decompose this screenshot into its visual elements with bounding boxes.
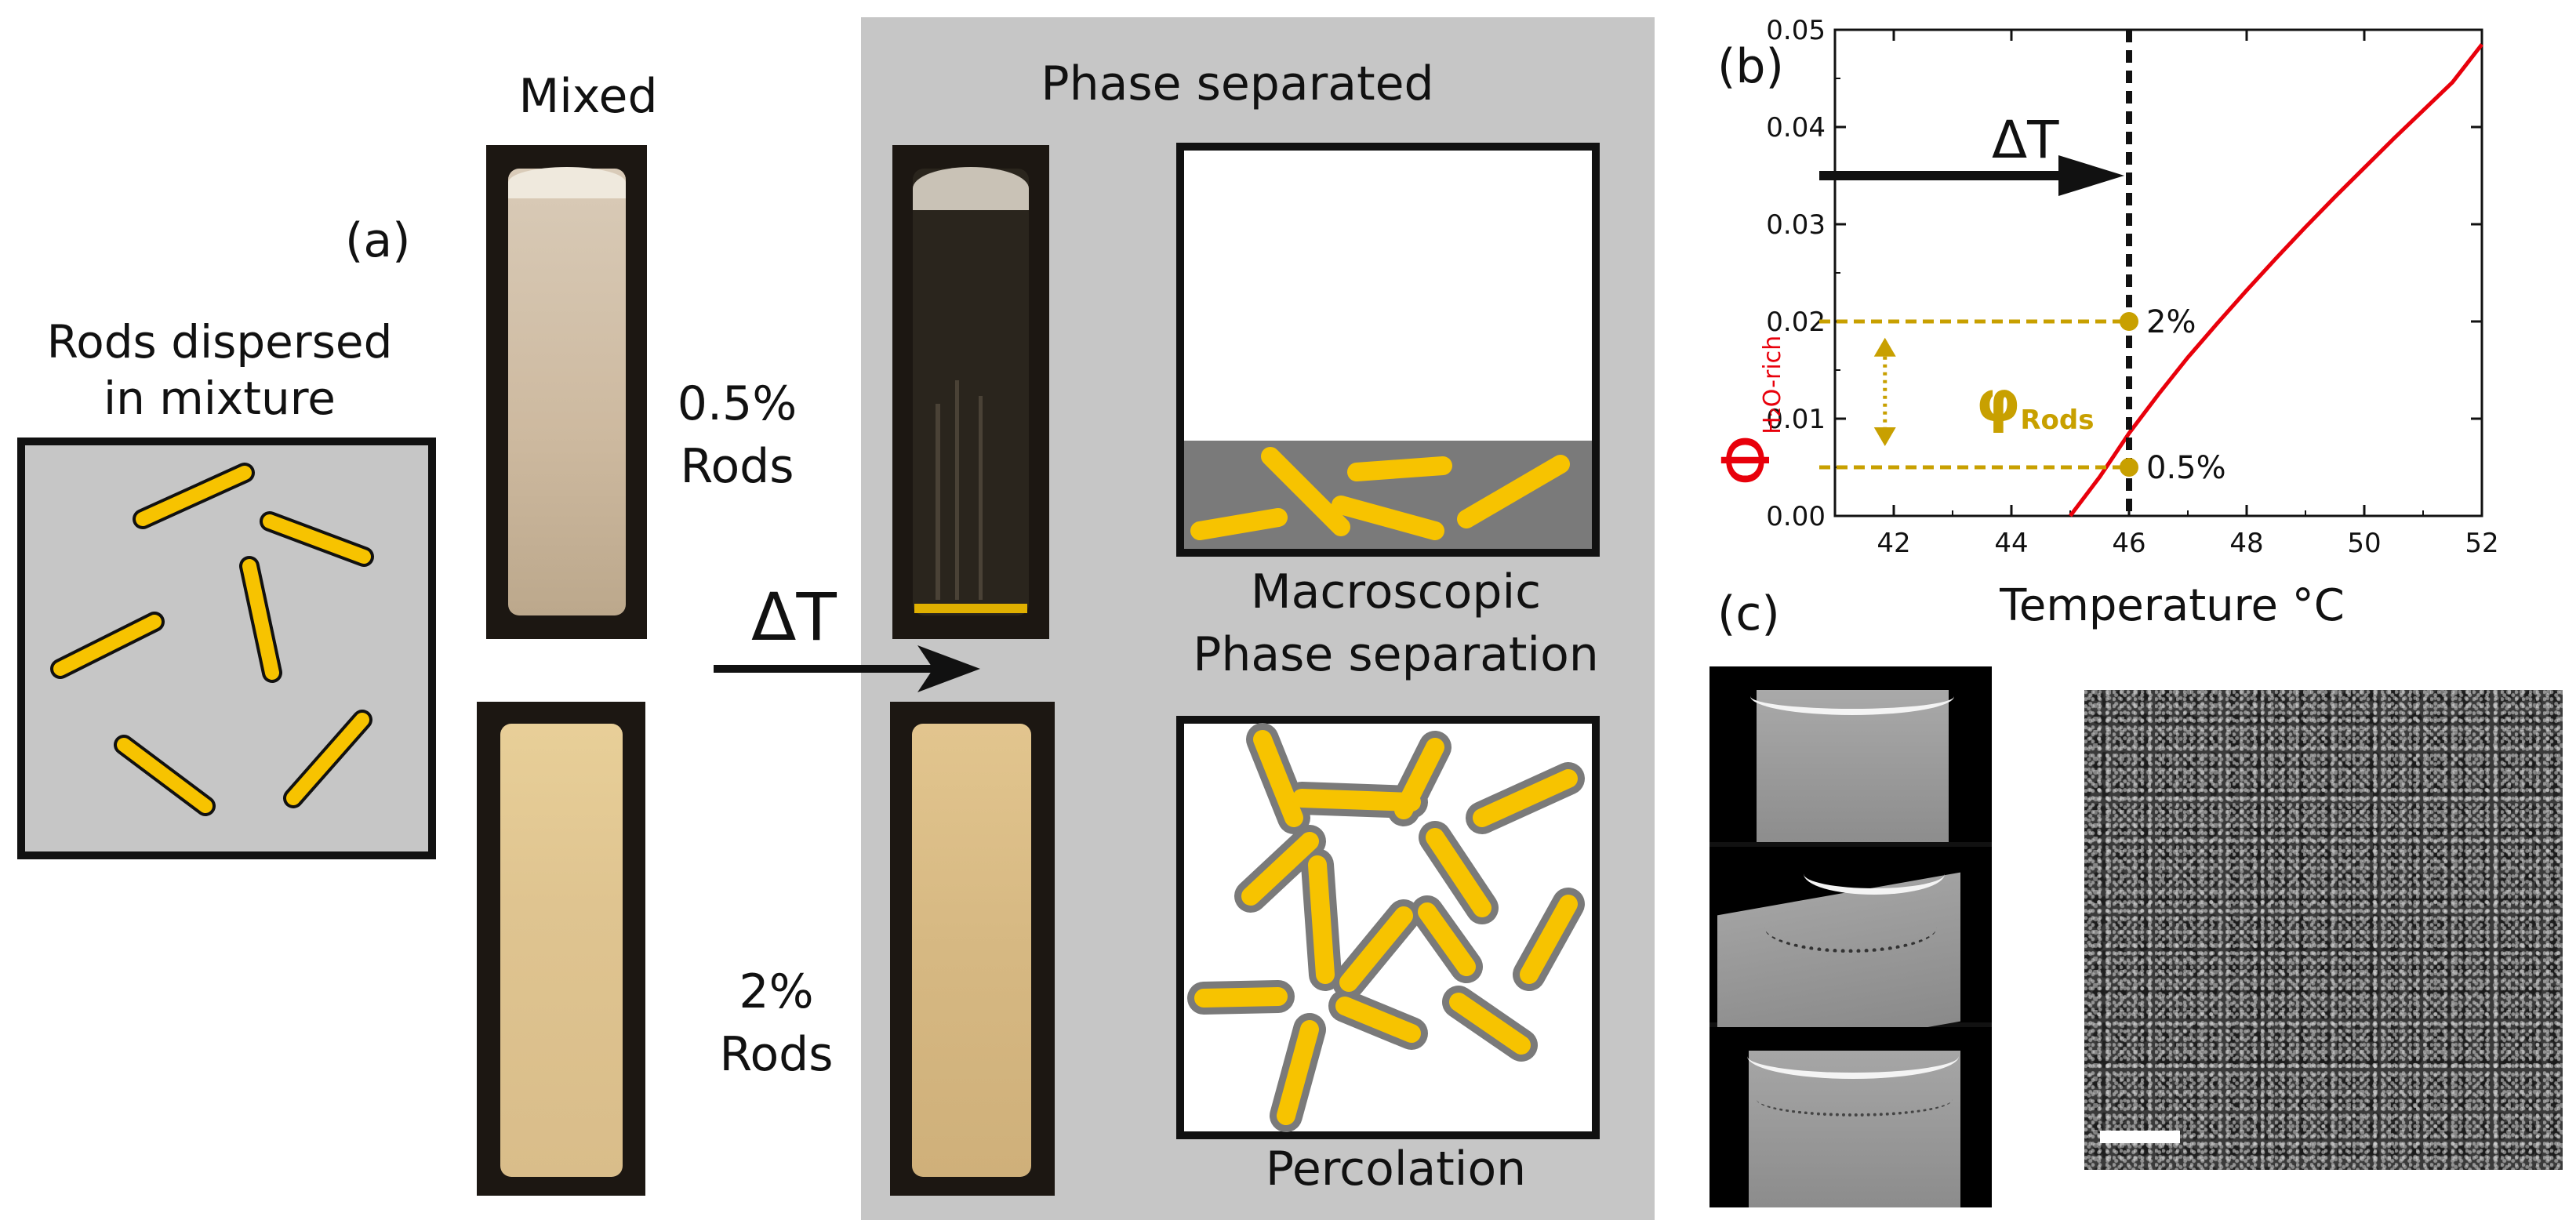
slice-1 [1709, 666, 1992, 842]
x-tick-label: 52 [2465, 528, 2498, 559]
panel-a-label: (a) [345, 213, 411, 268]
macroscopic-caption: Macroscopic Phase separation [1137, 561, 1655, 686]
phi-rods-sub: Rods [2020, 405, 2095, 436]
y-label-subscript: H₂O-rich [1759, 335, 1786, 434]
vial-mixed-2 [477, 702, 645, 1196]
phi-rods-main: φ [1976, 369, 2021, 434]
y-tick-label: 0.03 [1766, 209, 1826, 241]
conc-label-top: 0.5% Rods [659, 372, 816, 498]
rod [1335, 997, 1421, 1043]
delta-t-label: ΔT [751, 579, 837, 655]
x-tick-label: 48 [2229, 528, 2263, 559]
phi-rods-arrow-head-up [1873, 337, 1896, 357]
mixed-title: Mixed [518, 69, 658, 124]
panel-b-label: (b) [1717, 39, 1784, 94]
rod [263, 514, 371, 564]
rod [117, 738, 213, 813]
chart-delta-t-label: ΔT [1992, 110, 2059, 170]
x-axis-label: Temperature °C [2000, 580, 2345, 631]
rods-dispersed-title-line1: Rods dispersed [46, 315, 393, 369]
rod [1473, 769, 1578, 827]
rod [286, 713, 369, 805]
x-tick-label: 50 [2347, 528, 2381, 559]
annotation-label: 2% [2146, 304, 2196, 340]
panel-c-label: (c) [1717, 586, 1780, 641]
rod [1308, 855, 1335, 984]
y-tick-label: 0.04 [1766, 112, 1826, 143]
x-tick-label: 42 [1877, 528, 1910, 559]
coexistence-curve [2069, 43, 2483, 517]
rod [1292, 789, 1421, 812]
arrow-head [917, 645, 980, 692]
dispersed-rods-diagram [17, 438, 436, 859]
percolation-schematic [1176, 716, 1600, 1139]
rod [1520, 895, 1578, 984]
slice-3 [1709, 1027, 1992, 1207]
percolation-caption: Percolation [1265, 1142, 1527, 1196]
y-label-phi: Φ [1708, 434, 1785, 486]
rod [1426, 828, 1491, 917]
rod [136, 466, 252, 526]
macroscopic-schematic [1176, 143, 1600, 557]
delta-t-arrow [714, 645, 980, 692]
macroscopic-line2: Phase separation [1193, 627, 1599, 682]
y-tick-label: 0.02 [1766, 307, 1826, 338]
phase-diagram-chart: 42 44 46 48 50 52 0.00 0.01 0.02 0.03 0.04 0.05 2% 0.… [1766, 15, 2498, 559]
rod [1457, 455, 1570, 528]
rod [1241, 832, 1319, 906]
y-axis-label: ΦH₂O-rich [1708, 251, 1802, 580]
rod [1418, 902, 1476, 976]
rod [1449, 993, 1531, 1055]
phi-rods-label: φRods [1976, 369, 2095, 436]
rod-network [1194, 730, 1578, 1125]
annotation-point [2120, 312, 2138, 331]
rod [1394, 738, 1444, 819]
rod [1261, 447, 1350, 536]
rod [1347, 456, 1452, 481]
rod [1194, 987, 1288, 1008]
dispersed-rods [53, 466, 371, 813]
conc-bottom-line2: Rods [719, 1027, 834, 1082]
settled-rods [1190, 447, 1570, 540]
conc-top-line1: 0.5% [677, 376, 798, 431]
rods-dispersed-title-line2: in mixture [103, 372, 336, 425]
rod [1253, 730, 1303, 827]
x-tick-label: 44 [1994, 528, 2028, 559]
rod [1190, 508, 1288, 540]
conc-top-line2: Rods [680, 439, 794, 494]
chart-arrow-head [2058, 155, 2124, 196]
y-tick-label: 0.00 [1766, 501, 1826, 532]
conc-bottom-line1: 2% [739, 964, 814, 1019]
vial-separated-0-5 [892, 145, 1049, 639]
rods-dispersed-title: Rods dispersed in mixture [0, 314, 439, 427]
annotation-point [2120, 458, 2138, 477]
rod [242, 559, 279, 680]
y-tick-label: 0.05 [1766, 15, 1826, 46]
rod [1332, 496, 1444, 540]
rod [1277, 1020, 1319, 1125]
plot-frame [1833, 28, 2483, 517]
annotation-label: 0.5% [2146, 450, 2226, 486]
rod [53, 615, 162, 676]
tomography-slices [1709, 666, 1992, 1207]
phase-separated-title: Phase separated [1041, 56, 1434, 111]
conc-label-bottom: 2% Rods [698, 960, 855, 1086]
rod [1339, 906, 1413, 992]
vial-separated-2 [890, 702, 1055, 1196]
phi-rods-arrow-head-down [1873, 427, 1896, 446]
x-tick-label: 46 [2112, 528, 2145, 559]
macroscopic-line1: Macroscopic [1250, 565, 1542, 619]
slice-2 [1709, 847, 1992, 1065]
vial-mixed-0-5 [486, 145, 647, 639]
scale-bar [2100, 1131, 2180, 1143]
microscopy-image [2084, 690, 2563, 1170]
y-tick-label: 0.01 [1766, 404, 1826, 435]
